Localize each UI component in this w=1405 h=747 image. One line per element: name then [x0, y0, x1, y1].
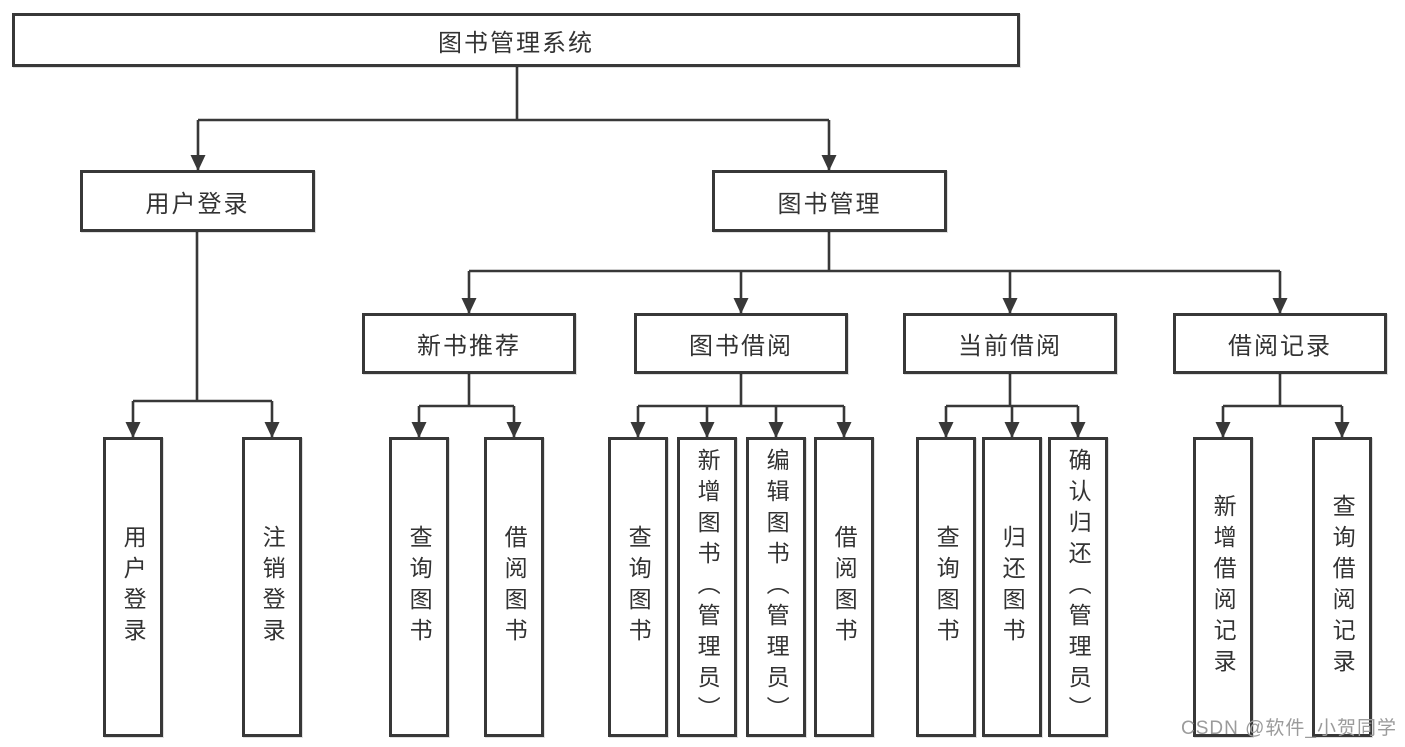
- leaf-query-books-current: 查询图书: [916, 437, 976, 737]
- leaf-return-books: 归还图书: [982, 437, 1042, 737]
- node-label: 借阅记录: [1228, 333, 1332, 360]
- node-book-borrowing: 图书借阅: [634, 313, 848, 374]
- leaf-query-books-recommend: 查询图书: [389, 437, 449, 737]
- leaf-confirm-return-admin: 确认归还（管理员）: [1048, 437, 1108, 737]
- leaf-label: 查询图书: [406, 525, 433, 649]
- csdn-watermark: CSDN @软件_小贺同学: [1181, 718, 1397, 739]
- leaf-label: 确认归还（管理员）: [1065, 447, 1092, 727]
- leaf-label: 查询图书: [625, 525, 652, 649]
- leaf-label: 借阅图书: [501, 525, 528, 649]
- leaf-label: 用户登录: [120, 525, 147, 649]
- node-new-book-recommendation: 新书推荐: [362, 313, 576, 374]
- node-library-management-system: 图书管理系统: [12, 13, 1020, 67]
- leaf-label: 查询借阅记录: [1329, 494, 1356, 680]
- leaf-user-login: 用户登录: [103, 437, 163, 737]
- leaf-add-books-admin: 新增图书（管理员）: [677, 437, 737, 737]
- leaf-borrow-books-recommend: 借阅图书: [484, 437, 544, 737]
- node-label: 用户登录: [145, 190, 250, 218]
- node-label: 图书管理: [777, 190, 882, 218]
- node-book-management: 图书管理: [712, 170, 947, 232]
- leaf-edit-books-admin: 编辑图书（管理员）: [746, 437, 806, 737]
- leaf-label: 新增借阅记录: [1210, 494, 1237, 680]
- node-label: 图书管理系统: [438, 29, 594, 57]
- leaf-label: 注销登录: [259, 525, 286, 649]
- node-label: 图书借阅: [689, 333, 793, 360]
- leaf-label: 借阅图书: [831, 525, 858, 649]
- leaf-label: 查询图书: [933, 525, 960, 649]
- leaf-borrow-books: 借阅图书: [814, 437, 874, 737]
- node-label: 新书推荐: [417, 333, 521, 360]
- leaf-query-books-borrowing: 查询图书: [608, 437, 668, 737]
- node-current-borrowing: 当前借阅: [903, 313, 1117, 374]
- leaf-logout: 注销登录: [242, 437, 302, 737]
- node-borrowing-records: 借阅记录: [1173, 313, 1387, 374]
- leaf-add-borrow-record: 新增借阅记录: [1193, 437, 1253, 737]
- leaf-label: 编辑图书（管理员）: [763, 447, 790, 727]
- leaf-label: 归还图书: [999, 525, 1026, 649]
- node-user-login: 用户登录: [80, 170, 315, 232]
- leaf-label: 新增图书（管理员）: [694, 447, 721, 727]
- leaf-query-borrow-record: 查询借阅记录: [1312, 437, 1372, 737]
- node-label: 当前借阅: [958, 333, 1062, 360]
